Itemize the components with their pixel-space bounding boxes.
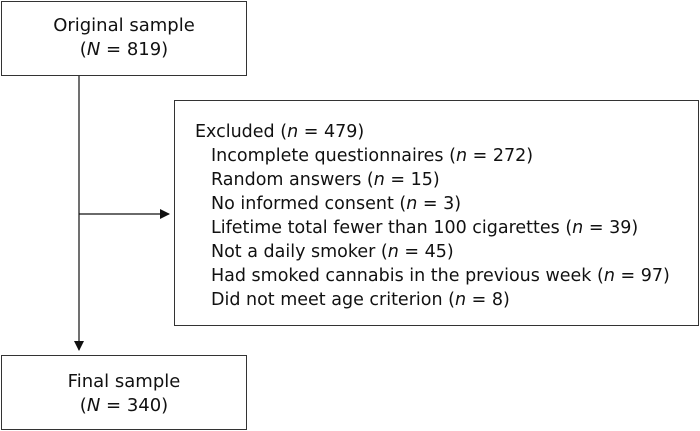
exclusion-reason: Not a daily smoker (n = 45) — [211, 242, 454, 262]
reason-value: 45 — [424, 242, 447, 262]
excluded-heading: Excluded (n = 479) — [195, 122, 365, 142]
reason-value: 97 — [640, 266, 663, 286]
excluded-box: Excluded (n = 479) Incomplete questionna… — [174, 100, 699, 326]
reason-var: n — [387, 242, 399, 262]
excluded-heading-var: n — [287, 122, 299, 142]
final-sample-title: Final sample — [67, 371, 181, 392]
reason-label: Not a daily smoker — [211, 242, 376, 262]
original-sample-count: (N = 819) — [79, 39, 169, 60]
reason-label: Had smoked cannabis in the previous week — [211, 266, 592, 286]
reason-value: 8 — [491, 290, 503, 310]
reason-value: 3 — [443, 194, 455, 214]
reason-var: n — [572, 218, 584, 238]
final-sample-box: Final sample (N = 340) — [1, 355, 247, 430]
final-sample-var: N — [86, 395, 101, 416]
reason-label: Did not meet age criterion — [211, 290, 443, 310]
original-sample-box: Original sample (N = 819) — [1, 1, 247, 76]
original-sample-title: Original sample — [53, 15, 195, 36]
reason-label: Lifetime total fewer than 100 cigarettes — [211, 218, 560, 238]
final-sample-count: (N = 340) — [79, 395, 169, 416]
reason-value: 39 — [609, 218, 632, 238]
original-sample-value: 819 — [126, 39, 162, 60]
reason-var: n — [373, 170, 385, 190]
exclusion-reason: Incomplete questionnaires (n = 272) — [211, 146, 534, 166]
excluded-heading-label: Excluded — [195, 122, 275, 142]
original-sample-var: N — [86, 39, 101, 60]
reason-label: Random answers — [211, 170, 362, 190]
reason-value: 272 — [492, 146, 527, 166]
excluded-heading-value: 479 — [323, 122, 358, 142]
final-sample-value: 340 — [126, 395, 162, 416]
exclusion-reason: Random answers (n = 15) — [211, 170, 440, 190]
reason-var: n — [455, 146, 468, 166]
exclusion-reason: Had smoked cannabis in the previous week… — [211, 266, 670, 286]
exclusion-reason: Lifetime total fewer than 100 cigarettes… — [211, 218, 639, 238]
reason-var: n — [603, 266, 615, 286]
reason-var: n — [406, 194, 418, 214]
reason-value: 15 — [410, 170, 433, 190]
reason-label: Incomplete questionnaires — [211, 146, 444, 166]
reason-label: No informed consent — [211, 194, 394, 214]
exclusion-reason: No informed consent (n = 3) — [211, 194, 462, 214]
reason-var: n — [454, 290, 467, 310]
exclusion-reason: Did not meet age criterion (n = 8) — [211, 290, 510, 310]
